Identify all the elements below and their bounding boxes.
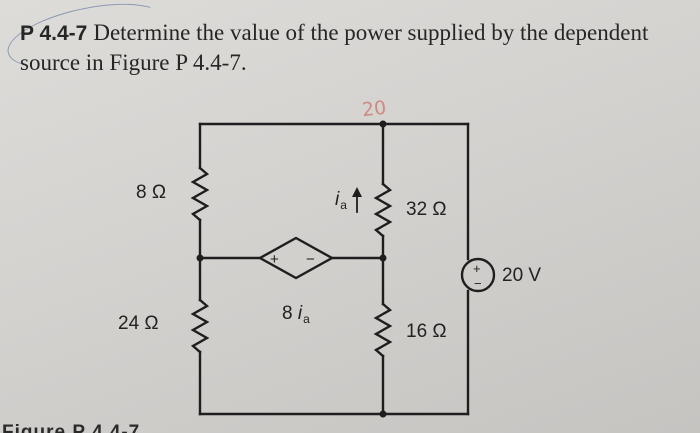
current-label-main: i — [335, 189, 340, 210]
junction-dot-middle — [379, 254, 387, 262]
dependent-voltage-source — [257, 236, 335, 280]
figure-caption-partial: Figure P 4.4-7 — [2, 422, 141, 433]
dependent-source-coeff: 8 — [282, 303, 298, 324]
resistor-24-ohm — [190, 298, 210, 354]
current-arrow-head-icon — [352, 187, 362, 197]
resistor-32-ohm — [373, 182, 393, 238]
problem-number: P 4.4-7 — [20, 22, 88, 45]
dependent-source-sub: a — [303, 312, 310, 326]
label-24-ohm: 24 Ω — [118, 313, 159, 334]
problem-text: Determine the value of the power supplie… — [20, 20, 649, 75]
label-32-ohm: 32 Ω — [406, 199, 447, 220]
resistor-8-ohm — [190, 166, 210, 222]
voltage-source-plus: + — [473, 261, 481, 276]
resistor-16-ohm — [373, 302, 393, 358]
label-dependent-source: 8 ia — [282, 303, 310, 326]
current-label-sub: a — [340, 198, 347, 212]
label-16-ohm: 16 Ω — [406, 321, 447, 342]
label-current-ia: ia — [335, 189, 347, 212]
voltage-source-minus: − — [474, 276, 482, 291]
junction-dot-left — [196, 254, 204, 262]
independent-voltage-source — [460, 257, 496, 293]
junction-dot-top — [379, 120, 387, 128]
label-8-ohm: 8 Ω — [136, 182, 167, 203]
dependent-source-plus: + — [270, 251, 279, 268]
dependent-source-var: i — [297, 303, 303, 324]
dependent-source-minus: − — [306, 251, 315, 268]
label-20-volt: 20 V — [502, 265, 542, 286]
junction-dot-bottom — [379, 410, 387, 418]
